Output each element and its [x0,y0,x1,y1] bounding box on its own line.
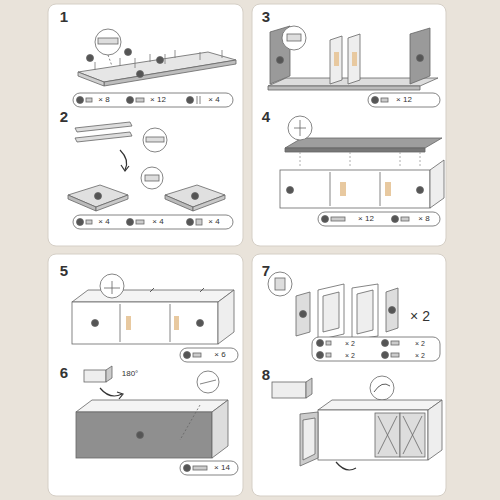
quantity: × 4 [208,218,219,226]
step-number: 2 [60,109,68,124]
quantity: × 2 [415,352,425,359]
quantity: × 8 [98,96,109,104]
quantity: × 2 [345,352,355,359]
quantity: × 14 [214,464,230,472]
quantity: × 4 [98,218,109,226]
quantity: × 2 [410,309,430,323]
quantity: × 12 [396,96,412,104]
step-panels [48,4,446,496]
quantity: × 4 [152,218,163,226]
rotation-note: 180° [122,370,139,378]
quantity: × 12 [358,215,374,223]
quantity: × 2 [415,340,425,347]
quantity: × 6 [214,351,225,359]
step-number: 4 [262,109,270,124]
step-number: 5 [60,263,68,278]
step-number: 6 [60,365,68,380]
step-number: 3 [262,9,270,24]
quantity: × 4 [208,96,219,104]
step-number: 8 [262,367,270,382]
quantity: × 2 [345,340,355,347]
step-number: 7 [262,263,270,278]
quantity: × 12 [150,96,166,104]
quantity: × 8 [418,215,429,223]
step-number: 1 [60,9,68,24]
